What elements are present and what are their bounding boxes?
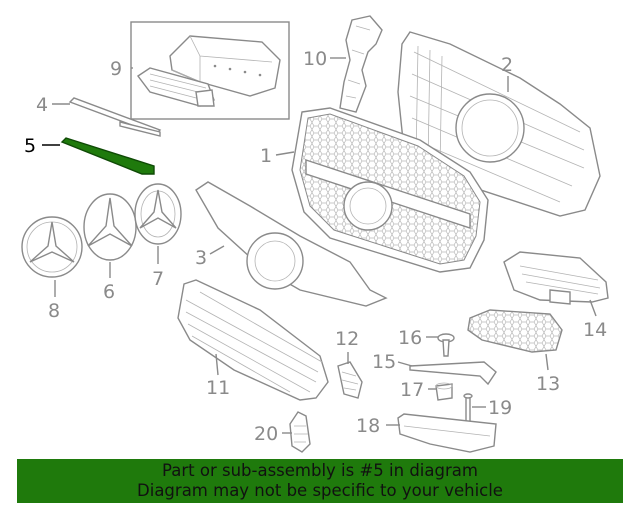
callout-labels: 9 10 2 4 1 5 3 6 7 8 11 12 14 16 15 13 1… <box>24 48 607 445</box>
callout-6: 6 <box>103 281 115 303</box>
part-16-screw[interactable] <box>437 333 455 357</box>
part-17-nut[interactable] <box>435 382 453 401</box>
part-20-clip[interactable] <box>289 411 311 453</box>
callout-3: 3 <box>195 247 207 269</box>
callout-4: 4 <box>36 94 48 116</box>
leader-lines <box>42 57 597 434</box>
callout-8: 8 <box>48 300 60 322</box>
part-9-assembly[interactable] <box>130 21 290 120</box>
part-15-trim-strip[interactable] <box>409 361 497 386</box>
callout-13: 13 <box>536 373 560 395</box>
callout-16: 16 <box>398 327 422 349</box>
callout-17: 17 <box>400 379 424 401</box>
exploded-parts-diagram: 9 10 2 4 1 5 3 6 7 8 11 12 14 16 15 13 1… <box>21 15 609 453</box>
callout-12: 12 <box>335 328 359 350</box>
callout-20: 20 <box>254 423 278 445</box>
callout-7: 7 <box>152 268 164 290</box>
callout-18: 18 <box>356 415 380 437</box>
part-8-star-emblem[interactable] <box>21 216 83 278</box>
part-6-star-emblem[interactable] <box>83 193 137 261</box>
part-4-trim-strip[interactable] <box>68 97 162 137</box>
banner-line-2: Diagram may not be specific to your vehi… <box>137 481 503 500</box>
part-10-bracket[interactable] <box>339 15 383 113</box>
callout-1: 1 <box>260 145 272 167</box>
callout-11: 11 <box>206 377 230 399</box>
callout-14: 14 <box>583 319 607 341</box>
part-11-lower-grille[interactable] <box>177 279 329 401</box>
part-5-trim-strip-highlighted[interactable] <box>60 137 155 175</box>
part-18-lower-trim[interactable] <box>397 413 497 453</box>
part-3-grille-surround[interactable] <box>195 181 388 307</box>
callout-15: 15 <box>372 351 396 373</box>
part-12-insert[interactable] <box>337 361 363 399</box>
part-1-grille-mesh[interactable] <box>291 107 489 273</box>
callout-2: 2 <box>501 54 513 76</box>
callout-5: 5 <box>24 135 36 157</box>
callout-9: 9 <box>110 58 122 80</box>
info-banner: Part or sub-assembly is #5 in diagram Di… <box>17 459 623 503</box>
banner-line-1: Part or sub-assembly is #5 in diagram <box>162 461 478 480</box>
part-7-star-emblem-ring[interactable] <box>134 183 182 245</box>
callout-10: 10 <box>303 48 327 70</box>
part-13-mesh-insert[interactable] <box>467 309 563 353</box>
part-14-fog-lamp-bezel[interactable] <box>503 251 609 305</box>
callout-19: 19 <box>488 397 512 419</box>
